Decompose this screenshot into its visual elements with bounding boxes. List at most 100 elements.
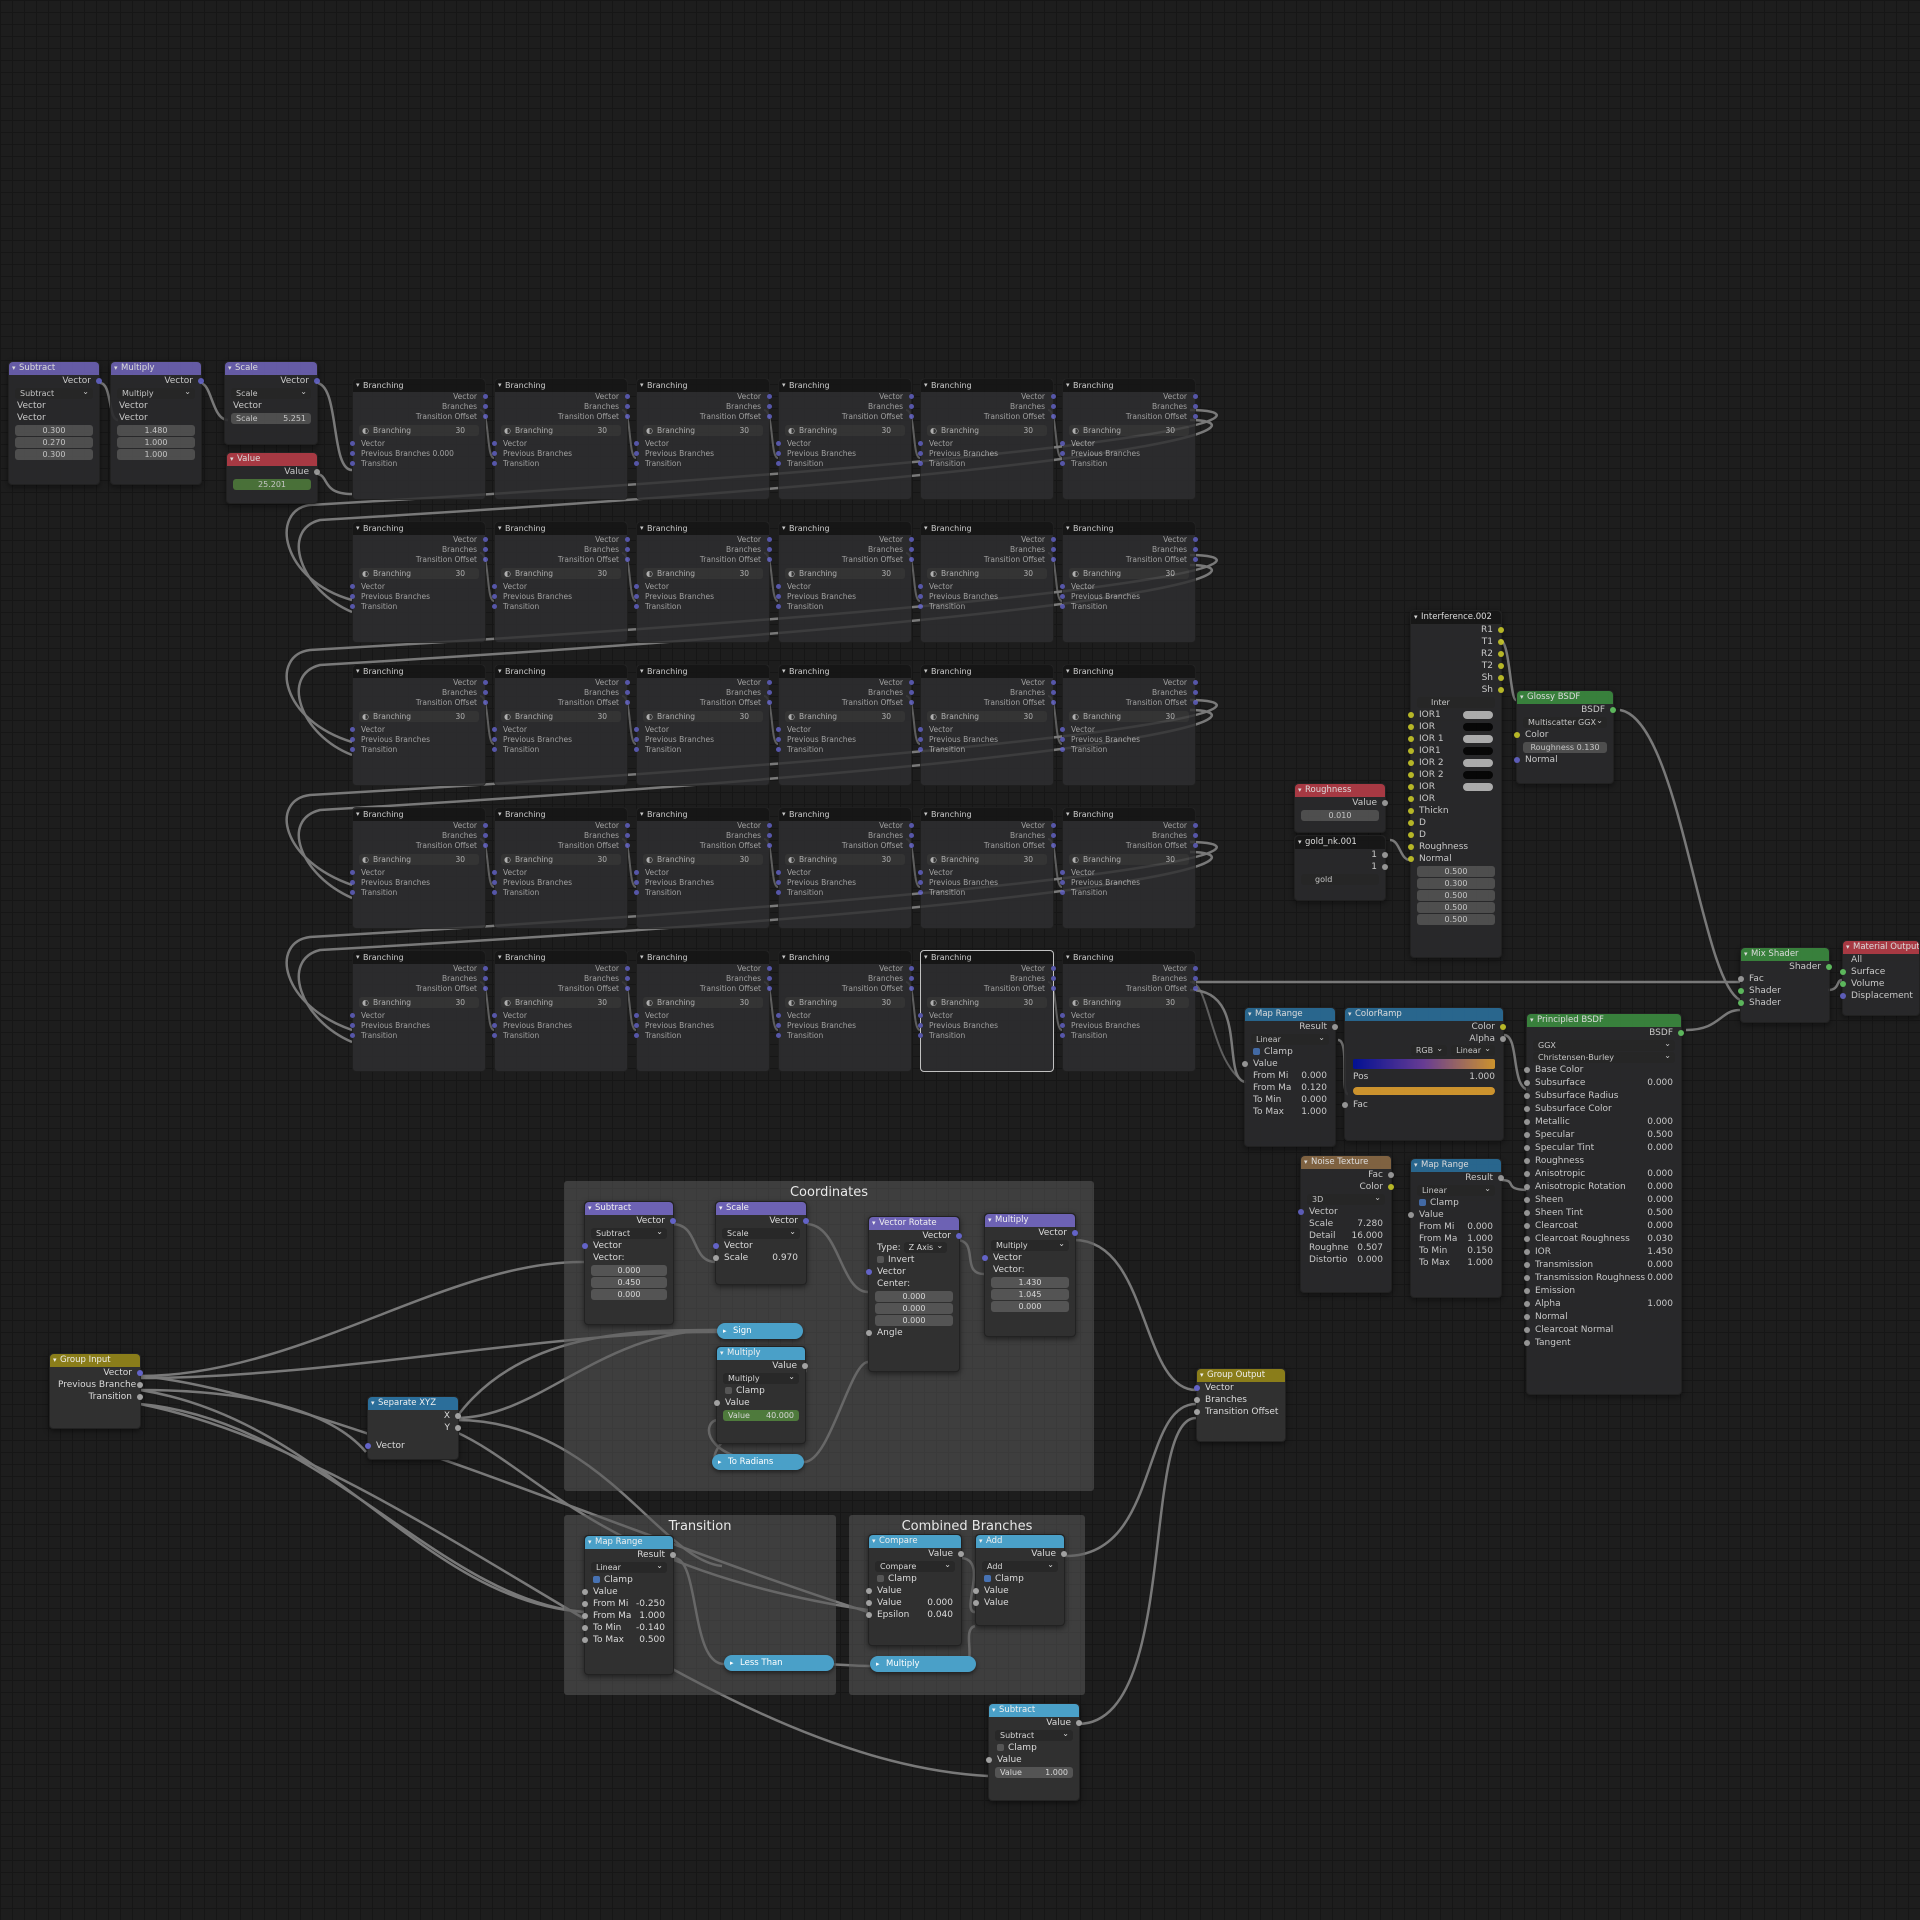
input-socket[interactable] xyxy=(1060,451,1065,456)
vector-z-field[interactable]: 0.000 xyxy=(591,1289,667,1300)
input-socket[interactable] xyxy=(776,727,781,732)
input-socket[interactable] xyxy=(1408,844,1414,850)
input-socket[interactable] xyxy=(866,1330,872,1336)
checkbox[interactable] xyxy=(877,1256,884,1263)
input-socket[interactable] xyxy=(492,584,497,589)
color-swatch[interactable] xyxy=(1463,735,1493,743)
input-socket[interactable] xyxy=(492,1033,497,1038)
input-socket[interactable] xyxy=(1298,1209,1304,1215)
dimensions-dropdown[interactable]: 3D xyxy=(1307,1192,1385,1205)
output-socket[interactable] xyxy=(1388,1184,1394,1190)
output-socket[interactable] xyxy=(625,986,630,991)
interpolation-dropdown[interactable]: Linear xyxy=(1417,1183,1495,1196)
value-field[interactable]: 0.010 xyxy=(1301,810,1379,821)
input-socket[interactable] xyxy=(1408,724,1414,730)
output-socket[interactable] xyxy=(909,823,914,828)
input-socket[interactable] xyxy=(492,890,497,895)
clamp-checkbox[interactable]: Clamp xyxy=(869,1573,961,1585)
input-socket[interactable] xyxy=(1060,880,1065,885)
input-socket[interactable] xyxy=(1060,1023,1065,1028)
input-socket[interactable] xyxy=(350,1033,355,1038)
vector-x-field[interactable]: 1.480 xyxy=(117,425,195,436)
operation-dropdown[interactable]: Scale xyxy=(722,1226,800,1239)
output-socket[interactable] xyxy=(1072,1230,1078,1236)
input-socket[interactable] xyxy=(350,747,355,752)
input-row[interactable]: Normal xyxy=(1524,1311,1681,1324)
output-socket[interactable] xyxy=(1193,537,1198,542)
input-socket[interactable] xyxy=(1738,988,1744,994)
output-socket[interactable] xyxy=(625,700,630,705)
checkbox[interactable] xyxy=(997,1744,1004,1751)
input-socket[interactable] xyxy=(1524,1301,1530,1307)
input-socket[interactable] xyxy=(1194,1397,1200,1403)
output-socket[interactable] xyxy=(1193,700,1198,705)
output-socket[interactable] xyxy=(767,680,772,685)
input-row[interactable]: Subsurface Color xyxy=(1524,1103,1681,1116)
output-socket[interactable] xyxy=(1678,1030,1684,1036)
input-socket[interactable] xyxy=(1408,1212,1414,1218)
input-socket[interactable] xyxy=(492,461,497,466)
color-swatch[interactable] xyxy=(1463,783,1493,791)
output-socket[interactable] xyxy=(909,986,914,991)
output-socket[interactable] xyxy=(767,690,772,695)
output-socket[interactable] xyxy=(909,976,914,981)
output-socket[interactable] xyxy=(1193,966,1198,971)
input-socket[interactable] xyxy=(1194,1409,1200,1415)
input-socket[interactable] xyxy=(492,747,497,752)
output-socket[interactable] xyxy=(1051,690,1056,695)
operation-dropdown[interactable]: Multiply xyxy=(991,1238,1069,1251)
output-socket[interactable] xyxy=(1193,823,1198,828)
input-socket[interactable] xyxy=(1524,1145,1530,1151)
output-socket[interactable] xyxy=(1051,557,1056,562)
math-multiply-node[interactable]: Multiply Value Multiply Clamp Value Valu… xyxy=(714,1346,808,1444)
input-socket[interactable] xyxy=(1060,870,1065,875)
vector-y-field[interactable]: 1.045 xyxy=(991,1289,1069,1300)
output-socket[interactable] xyxy=(1332,1024,1338,1030)
vector-z-field[interactable]: 0.000 xyxy=(991,1301,1069,1312)
output-socket[interactable] xyxy=(1498,663,1504,669)
input-socket[interactable] xyxy=(776,1013,781,1018)
operation-dropdown[interactable]: Multiply xyxy=(117,386,195,399)
color-swatch[interactable] xyxy=(1463,759,1493,767)
vector-y-field[interactable]: 0.450 xyxy=(591,1277,667,1288)
output-socket[interactable] xyxy=(1051,976,1056,981)
output-socket[interactable] xyxy=(198,378,204,384)
color-swatch[interactable] xyxy=(1463,771,1493,779)
output-socket[interactable] xyxy=(1051,823,1056,828)
input-socket[interactable] xyxy=(1524,1158,1530,1164)
input-socket[interactable] xyxy=(776,880,781,885)
input-socket[interactable] xyxy=(1408,832,1414,838)
output-socket[interactable] xyxy=(909,547,914,552)
input-socket[interactable] xyxy=(582,1589,588,1595)
output-socket[interactable] xyxy=(767,404,772,409)
output-socket[interactable] xyxy=(1826,964,1832,970)
output-socket[interactable] xyxy=(483,700,488,705)
vector-multiply-node[interactable]: Multiply Vector Multiply Vector Vector: … xyxy=(982,1213,1078,1337)
output-socket[interactable] xyxy=(625,833,630,838)
input-socket[interactable] xyxy=(350,737,355,742)
output-socket[interactable] xyxy=(625,823,630,828)
input-socket[interactable] xyxy=(634,461,639,466)
input-socket[interactable] xyxy=(918,604,923,609)
output-socket[interactable] xyxy=(803,1218,809,1224)
